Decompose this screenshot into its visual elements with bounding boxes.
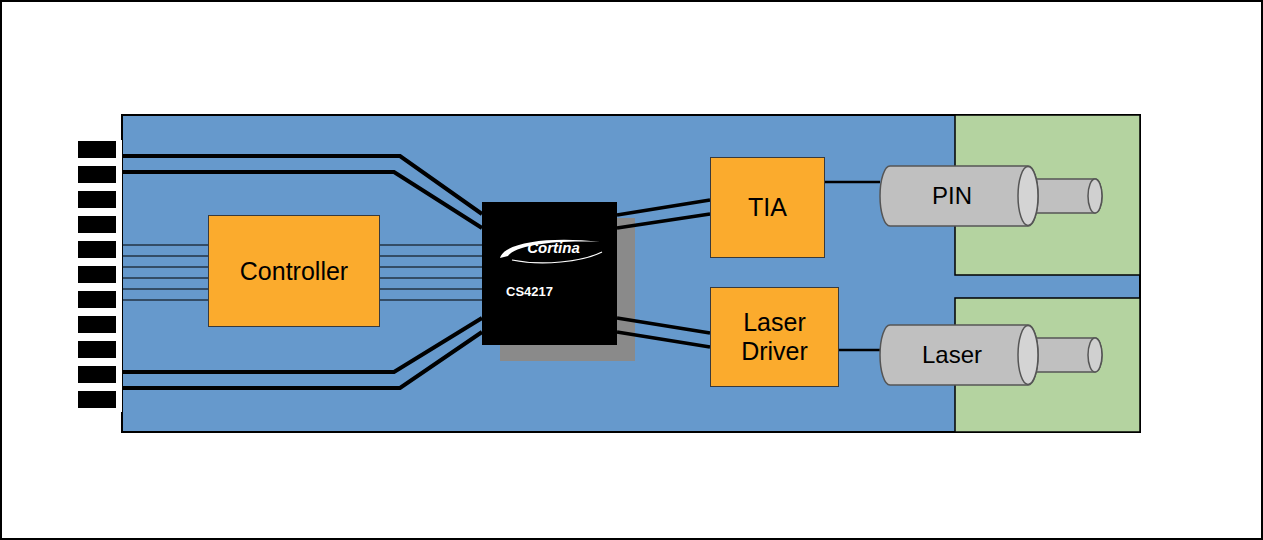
signal-line <box>380 256 482 257</box>
module-board <box>122 115 1140 432</box>
signal-line <box>617 200 710 215</box>
lens-face <box>1088 338 1102 372</box>
signal-line <box>825 181 880 184</box>
connector-finger <box>78 341 116 358</box>
signal-line <box>380 245 482 246</box>
connector-finger <box>78 216 116 233</box>
lens-face <box>1088 179 1102 213</box>
signal-line <box>617 318 710 333</box>
chip-logo-swoosh <box>482 202 617 345</box>
edge-connector-fingers <box>78 141 116 408</box>
signal-line <box>380 289 482 290</box>
node-label: PIN <box>932 182 972 210</box>
chip-logo: Cortina <box>527 239 580 256</box>
lens-tube <box>1036 338 1102 372</box>
cylinder-face <box>1018 326 1038 385</box>
process-box: TIA <box>710 157 825 258</box>
chip-package: CortinaCS4217 <box>482 202 617 345</box>
connector-finger <box>78 241 116 258</box>
management-line <box>122 245 208 246</box>
signal-connector <box>380 245 482 300</box>
process-box: Laser Driver <box>710 287 839 387</box>
signal-line <box>380 278 482 279</box>
host-lane <box>122 332 482 388</box>
management-line <box>122 289 208 290</box>
signal-connector <box>825 182 880 183</box>
cylinder-body <box>880 325 1038 385</box>
signal-line <box>380 300 482 301</box>
management-line <box>122 256 208 257</box>
signal-line <box>617 214 710 228</box>
connector-finger <box>78 291 116 308</box>
lens-tubes <box>1036 179 1102 372</box>
connector-finger <box>78 266 116 283</box>
signal-connector <box>617 200 710 228</box>
signal-line <box>617 332 710 347</box>
cylinder-body <box>880 166 1038 226</box>
host-lane <box>122 156 482 214</box>
connector-finger <box>78 141 116 158</box>
node-label: TIA <box>748 193 787 222</box>
optical-cylinder: Laser <box>880 325 1038 385</box>
cylinder-face <box>1018 167 1038 226</box>
management-line <box>122 267 208 268</box>
connector-finger <box>78 166 116 183</box>
connector-finger <box>78 191 116 208</box>
controller-box: Controller <box>208 215 380 327</box>
management-line <box>122 278 208 279</box>
node-label: Laser Driver <box>711 308 838 366</box>
connector-finger <box>78 366 116 383</box>
connector-finger <box>78 316 116 333</box>
host-lanes <box>122 156 482 388</box>
edge-connector <box>76 140 122 412</box>
part-number: CS4217 <box>506 285 553 300</box>
logo-swoosh <box>500 240 600 258</box>
node-label: Laser <box>922 341 982 369</box>
signal-line <box>839 349 880 352</box>
optical-cylinder: PIN <box>880 166 1038 226</box>
connector-finger <box>78 391 116 408</box>
management-line <box>122 300 208 301</box>
management-lines <box>122 245 208 300</box>
signal-line <box>380 267 482 268</box>
signal-connector <box>617 318 710 347</box>
lens-tube <box>1036 179 1102 213</box>
node-label: Controller <box>240 257 348 286</box>
signal-connector <box>839 350 880 351</box>
